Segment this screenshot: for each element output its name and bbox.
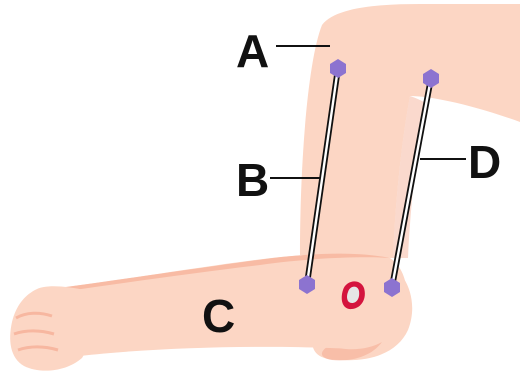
label-d: D bbox=[468, 136, 501, 188]
label-b: B bbox=[236, 154, 269, 206]
label-c: C bbox=[202, 290, 235, 342]
label-a: A bbox=[236, 25, 269, 77]
